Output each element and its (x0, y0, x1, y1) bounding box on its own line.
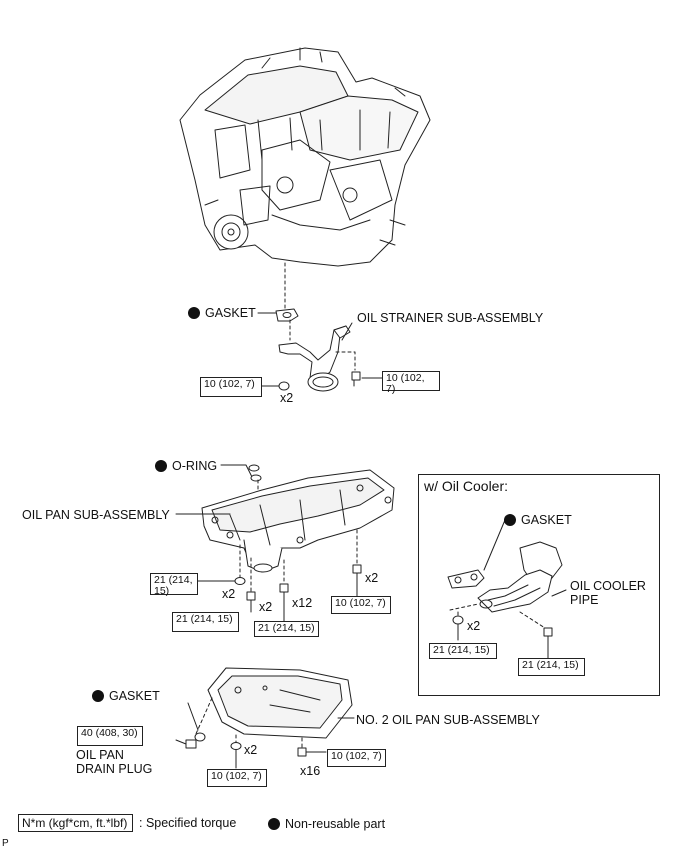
torque-cooler-a: 21 (214, 15) (429, 643, 497, 659)
torque-strainer-right: 10 (102, 7) (382, 371, 440, 395)
engine-illustration (179, 47, 431, 267)
leader-pipe (551, 589, 567, 597)
qty-pan3: x12 (292, 596, 313, 610)
torque-no2-a: 10 (102, 7) (207, 769, 267, 787)
oil-pan-label: OIL PAN SUB-ASSEMBLY (22, 508, 170, 522)
torque-strainer-left: 10 (102, 7) (200, 377, 262, 397)
non-reusable-dot (155, 460, 167, 472)
non-reusable-dot (268, 818, 280, 830)
torque-pan-c: 21 (214, 15) (254, 621, 319, 637)
leader-inset-gasket (483, 519, 506, 571)
leader-oring (220, 464, 253, 478)
torque-drain: 40 (408, 30) (77, 726, 143, 746)
qty-strainer: x2 (280, 391, 294, 405)
inset-title: w/ Oil Cooler: (424, 478, 509, 494)
non-reusable-dot (92, 690, 104, 702)
o-ring-label: O-RING (155, 459, 217, 473)
gasket-top-label: GASKET (188, 306, 256, 320)
leader-drain-gasket (187, 702, 199, 731)
qty-no2b: x16 (300, 764, 321, 778)
non-reusable-dot (188, 307, 200, 319)
leader-strainer (341, 322, 353, 341)
oil-strainer-label: OIL STRAINER SUB-ASSEMBLY (357, 311, 544, 325)
oil-strainer-shape (278, 325, 351, 392)
oil-pan-shape (201, 469, 395, 573)
oil-cooler-pipe-label: OIL COOLER PIPE (570, 579, 646, 607)
no2-oil-pan-shape (207, 667, 353, 739)
torque-cooler-b: 21 (214, 15) (518, 658, 585, 676)
oil-cooler-pipe-shape (477, 541, 563, 613)
page-mark: P (2, 838, 9, 849)
legend-torque-text: : Specified torque (139, 816, 237, 830)
o-ring-shape (248, 464, 260, 472)
inset-gasket-label: GASKET (504, 513, 572, 527)
legend-non-reusable: Non-reusable part (268, 817, 385, 831)
inset-gasket-shape (447, 569, 485, 589)
torque-pan-d: 10 (102, 7) (331, 596, 391, 614)
qty-pan2: x2 (259, 600, 273, 614)
qty-cooler: x2 (467, 619, 481, 633)
no2-oil-pan-label: NO. 2 OIL PAN SUB-ASSEMBLY (356, 713, 540, 727)
gasket-drain-label: GASKET (92, 689, 160, 703)
qty-pan4: x2 (365, 571, 379, 585)
oil-cooler-inset: w/ Oil Cooler: (418, 474, 660, 696)
torque-no2-b: 10 (102, 7) (327, 749, 386, 767)
torque-pan-b: 21 (214, 15) (172, 612, 239, 632)
drain-plug-label: OIL PAN DRAIN PLUG (76, 748, 153, 776)
torque-pan-a: 21 (214, 15) (150, 573, 198, 597)
gasket-top-shape (275, 308, 299, 322)
qty-no2a: x2 (244, 743, 258, 757)
qty-pan1: x2 (222, 587, 236, 601)
non-reusable-dot (504, 514, 516, 526)
legend-torque-box: N*m (kgf*cm, ft.*lbf) (18, 814, 133, 832)
